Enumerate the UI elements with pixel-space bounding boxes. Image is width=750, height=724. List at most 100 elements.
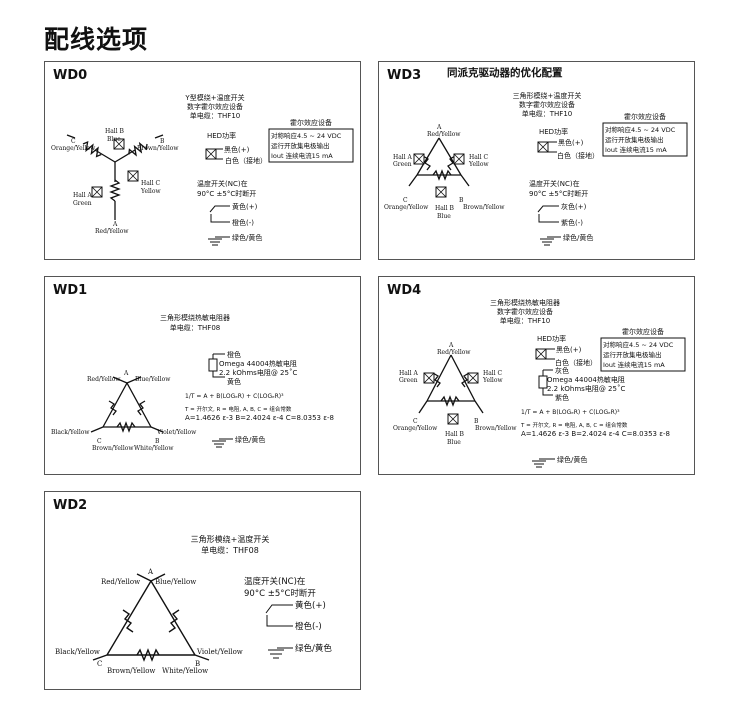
- wd0-hall-spec-2: 运行开放集电极输出: [271, 141, 330, 150]
- wd3-ground-icon: [540, 236, 561, 246]
- wd3-hall-c-icon: [453, 153, 465, 165]
- wd2-diagram: 三角形模绕+温度开关 单电缆：THF08 A Red/Yellow Blue/Y…: [55, 534, 332, 675]
- wd3-hed-white: 白色（接地）: [557, 151, 599, 160]
- wd1-th-desc-1: Omega 44004热敏电阻: [219, 359, 297, 368]
- panel-label: WD2: [53, 498, 88, 513]
- wd3-ts-gray: 灰色(+): [561, 202, 587, 211]
- page-title: 配线选项: [44, 25, 149, 54]
- wd3-hall-spec-3: Iout 连续电流15 mA: [605, 145, 667, 154]
- wd3-hall-spec-1: 对称响应4.5 ~ 24 VDC: [605, 125, 676, 134]
- panel-label: WD0: [53, 68, 88, 83]
- wd0-hall-c-color: Yellow: [140, 188, 161, 195]
- wd4-hall-spec-2: 运行开放集电极输出: [603, 350, 662, 359]
- wd1-diagram: 三角形模绕热敏电阻器 单电缆：THF08 A Red/Yellow Blue/Y…: [51, 313, 334, 452]
- wd4-th-gray: 灰色: [555, 366, 569, 375]
- wd1-black: Black/Yellow: [51, 429, 90, 436]
- wd4-wire-c: C: [413, 418, 418, 425]
- wd1-violet: Violet/Yellow: [156, 429, 197, 436]
- wd1-th-desc-2: 2.2 kOhms电阻@ 25˚C: [219, 368, 297, 377]
- wd4-hall-spec-3: Iout 连续电流15 mA: [603, 360, 665, 369]
- wd3-ground: 绿色/黄色: [563, 233, 593, 242]
- wd0-ts-orange: 橙色(-): [232, 218, 254, 227]
- wd4-hed-white: 白色（接地）: [555, 358, 597, 367]
- wd1-header-1: 三角形模绕热敏电阻器: [160, 313, 230, 322]
- wd2-ground-icon: [268, 647, 293, 659]
- wd4-hall-a-icon: [423, 372, 435, 384]
- wd4-hall-a-color: Green: [399, 377, 418, 384]
- wd0-wire-a-color: Red/Yellow: [95, 228, 129, 235]
- wd0-wire-a: A: [112, 221, 118, 228]
- wd1-wire-a: A: [123, 370, 129, 377]
- wd1-constants: A=1.4626 ε-3 B=2.4024 ε-4 C=8.0353 ε-8: [185, 414, 334, 422]
- wd3-hall-a-color: Green: [393, 161, 412, 168]
- wd3-hall-b-color: Blue: [437, 213, 451, 220]
- wd4-hed-title: HED功率: [537, 334, 566, 343]
- panel-wd0: WD0 Y型模绕+温度开关 数字霍尔效应设备 单电缆：THF10 Hall B …: [44, 61, 361, 260]
- wd2-black: Black/Yellow: [55, 648, 100, 656]
- wd3-hall-a-icon: [413, 153, 425, 165]
- wd0-diagram: Y型模绕+温度开关 数字霍尔效应设备 单电缆：THF10 Hall B Blue…: [51, 93, 354, 246]
- wd1-ground: 绿色/黄色: [235, 435, 265, 444]
- wd3-red: Red/Yellow: [427, 131, 461, 138]
- wd3-hall-b: Hall B: [435, 205, 455, 212]
- wd0-hall-a: Hall A: [73, 192, 93, 199]
- wd0-hall-a-color: Green: [73, 200, 92, 207]
- wd0-hed-icon: [205, 148, 217, 160]
- wd3-header-2: 数字霍尔效应设备: [519, 100, 575, 109]
- wd0-hall-c-icon: [127, 170, 139, 182]
- wd0-hall-spec-3: Iout 连续电流15 mA: [271, 151, 333, 160]
- wd3-diagram: 同派克驱动器的优化配置 三角形模绕+温度开关 数字霍尔效应设备 单电缆：THF1…: [384, 66, 688, 246]
- wd2-wire-b: B: [195, 660, 200, 668]
- wd0-wire-b: B: [160, 138, 165, 145]
- wd1-thermistor-icon: [208, 353, 225, 378]
- wd4-red: Red/Yellow: [437, 349, 471, 356]
- panel-wd1: WD1 三角形模绕热敏电阻器 单电缆：THF08 A Red/Yellow Bl…: [44, 276, 361, 475]
- wd3-ts-violet: 紫色(-): [561, 218, 583, 227]
- wd2-header-1: 三角形模绕+温度开关: [191, 534, 270, 544]
- panel-wd2: WD2 三角形模绕+温度开关 单电缆：THF08 A Red/Yellow Bl…: [44, 491, 361, 690]
- wd4-hall-c: Hall C: [483, 370, 503, 377]
- wd0-wire-c: C: [71, 138, 76, 145]
- wd0-ts-yellow: 黄色(+): [232, 202, 258, 211]
- panel-label: WD3: [387, 68, 422, 83]
- wd1-red: Red/Yellow: [87, 376, 121, 383]
- wd3-hall-spec-2: 运行开放集电极输出: [605, 135, 664, 144]
- wd0-hall-c: Hall C: [141, 180, 161, 187]
- wd0-wire-c-color: Orange/Yellow: [51, 145, 96, 152]
- wd4-hall-b-icon: [447, 413, 459, 425]
- wd3-hall-b-icon: [435, 186, 447, 198]
- wd3-hall-c-color: Yellow: [468, 161, 489, 168]
- wd3-hall-spec-box: [602, 122, 688, 157]
- wd4-hall-c-color: Yellow: [482, 377, 503, 384]
- wd2-brown: Brown/Yellow: [107, 667, 155, 675]
- wd1-wire-b: B: [155, 438, 160, 445]
- wd4-header-2: 数字霍尔效应设备: [497, 307, 553, 316]
- wd3-wire-c: C: [403, 197, 408, 204]
- wd3-wire-a: A: [436, 124, 442, 131]
- wd4-th-desc-2: 2.2 kOhms电阻@ 25˚C: [547, 384, 625, 393]
- wd2-white: White/Yellow: [162, 667, 208, 675]
- wd3-hall-box-title: 霍尔效应设备: [624, 112, 666, 121]
- wd3-hall-c: Hall C: [469, 154, 489, 161]
- wd0-hall-b-color: Blue: [107, 136, 121, 143]
- panel-label: WD4: [387, 283, 422, 298]
- wd0-ts-line1: 温度开关(NC)在: [197, 179, 248, 188]
- wd2-switch-icon: [265, 604, 293, 627]
- panel-wd3: WD3 同派克驱动器的优化配置 三角形模绕+温度开关 数字霍尔效应设备 单电缆：…: [378, 61, 695, 260]
- wd1-header-2: 单电缆：THF08: [170, 323, 220, 332]
- wd2-ts-line1: 温度开关(NC)在: [244, 576, 305, 587]
- wd0-hed-white: 白色（接地）: [225, 156, 267, 165]
- wd4-th-violet: 紫色: [555, 393, 569, 402]
- wd2-delta-winding: [92, 573, 210, 662]
- wd3-ts-line2: 90°C ±5°C时断开: [529, 189, 588, 198]
- wd4-wire-a: A: [448, 342, 454, 349]
- wd0-hed-black: 黑色(+): [224, 145, 250, 154]
- wd3-hed-icon: [537, 141, 549, 153]
- wd0-header-1: Y型模绕+温度开关: [184, 93, 244, 102]
- wd0-header-2: 数字霍尔效应设备: [187, 102, 243, 111]
- wd3-delta-winding: [408, 137, 470, 187]
- wd4-constants: A=1.4626 ε-3 B=2.4024 ε-4 C=8.0353 ε-8: [521, 430, 670, 438]
- wd3-header-1: 三角形模绕+温度开关: [513, 91, 582, 100]
- wd4-ground-icon: [532, 458, 555, 468]
- wd3-switch-icon: [537, 205, 559, 223]
